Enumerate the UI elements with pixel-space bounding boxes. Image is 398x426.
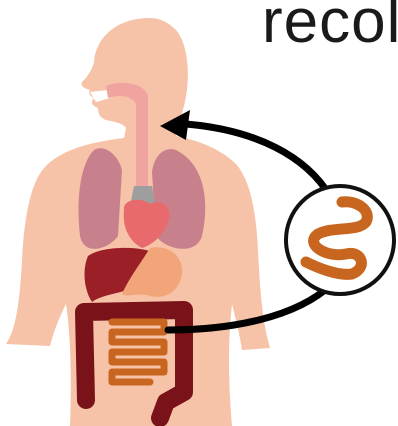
small-intestine-shape xyxy=(112,322,164,382)
magnified-worm-inset xyxy=(286,186,394,294)
